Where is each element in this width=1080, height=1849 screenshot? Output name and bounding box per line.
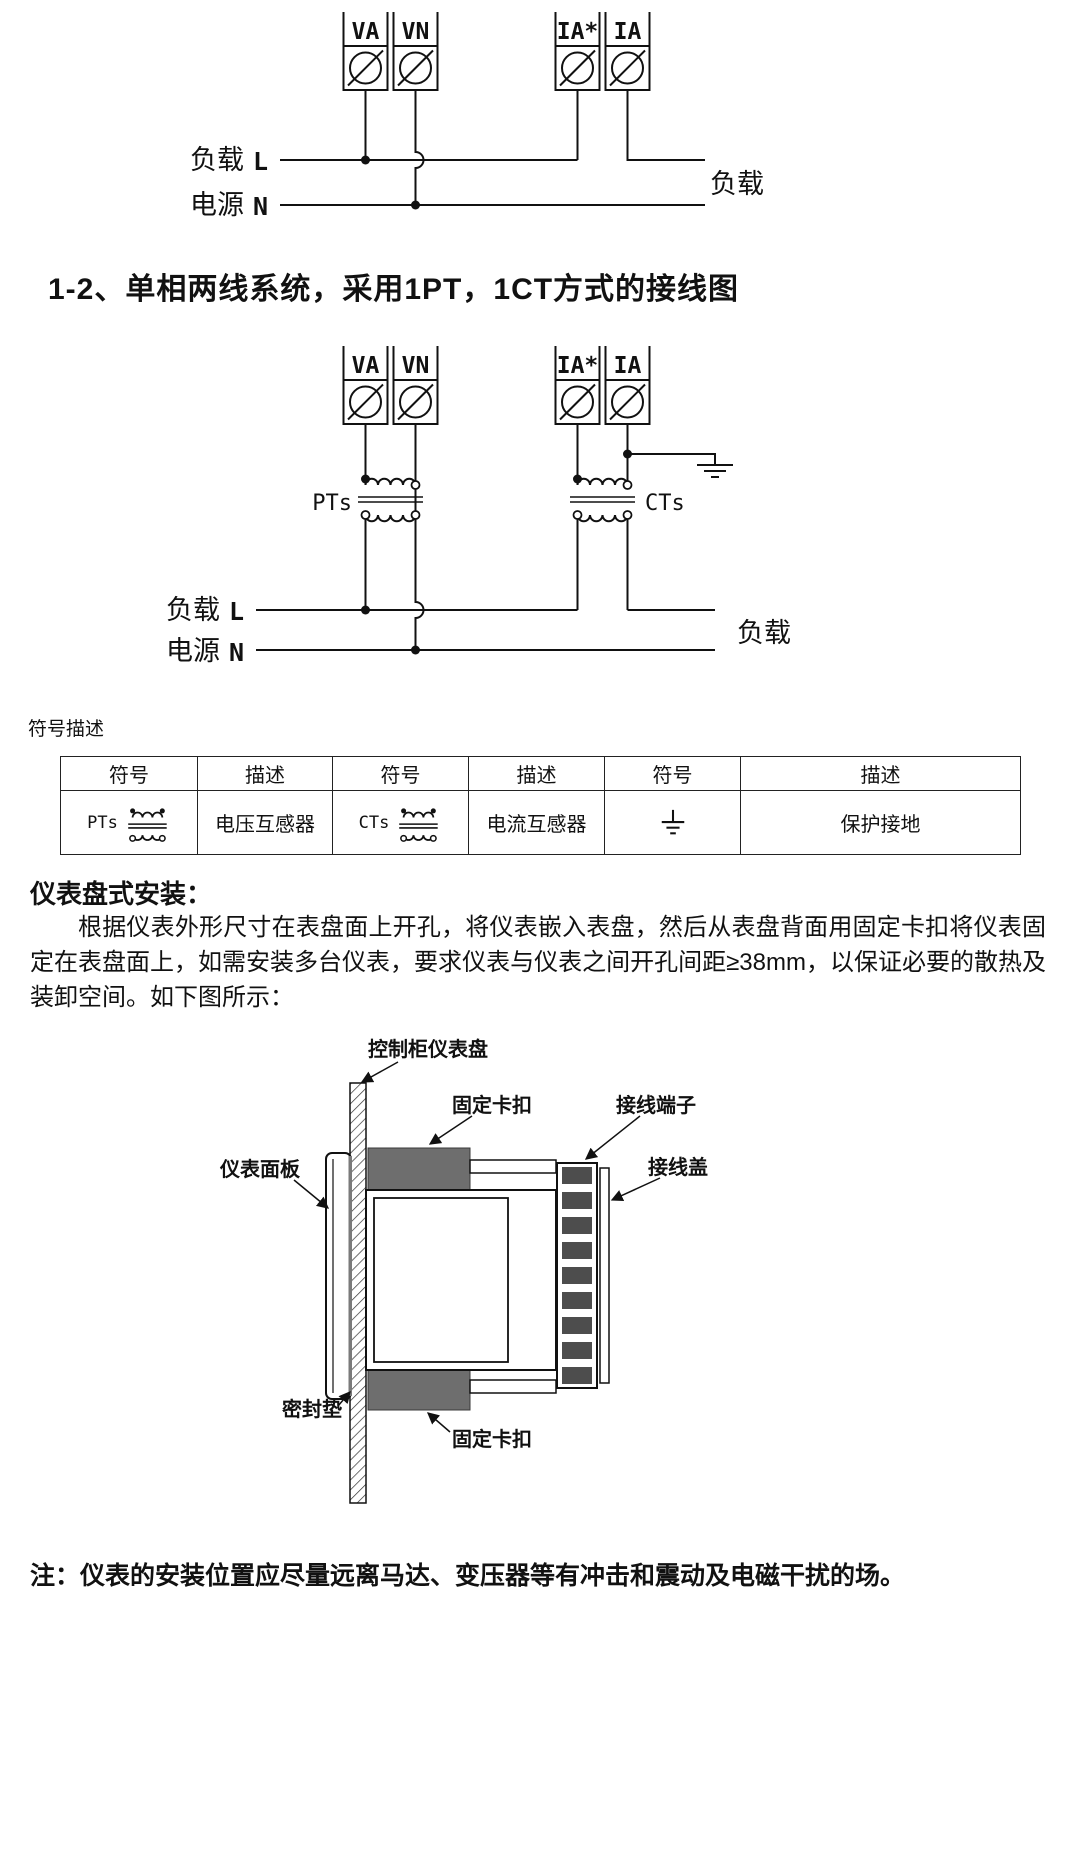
junction-dot [411, 200, 420, 210]
line-n-label: N [229, 638, 244, 667]
junction-dot [361, 474, 370, 484]
line-l-label: L [253, 147, 268, 176]
case-rail-bottom [469, 1379, 557, 1394]
table-header-row: 符号 描述 符号 描述 符号 描述 [60, 756, 1021, 791]
ct-transformer-icon [399, 807, 439, 842]
screw-icon [399, 51, 432, 85]
pt-label: PTs [87, 812, 118, 833]
terminal-va: VA [342, 346, 389, 425]
note-text: 注：仪表的安装位置应尽量远离马达、变压器等有冲击和震动及电磁干扰的场。 [30, 1562, 906, 1590]
ground-desc-cell: 保护接地 [740, 790, 1021, 855]
junction-dot [361, 155, 370, 165]
terminal-label: VN [402, 19, 430, 45]
label-fixing-clip-bottom: 固定卡扣 [452, 1427, 532, 1451]
screw-icon [611, 51, 644, 85]
terminal-vn: VN [392, 12, 439, 91]
cabinet-panel [349, 1082, 367, 1504]
terminal-ia: IA [604, 12, 651, 91]
terminal-block [556, 1162, 598, 1389]
ct-label: CTs [645, 491, 685, 516]
terminal-va: VA [342, 12, 389, 91]
col-header: 描述 [740, 756, 1021, 791]
ct-label: CTs [358, 812, 390, 833]
leader-lines [293, 1061, 661, 1433]
fixing-clip-bottom [367, 1369, 471, 1411]
left-source-label: 电源 [190, 190, 244, 220]
install-heading: 仪表盘式安装： [30, 879, 213, 909]
junction-dot [623, 449, 632, 459]
col-header: 符号 [60, 756, 198, 791]
install-paragraph: 根据仪表外形尺寸在表盘面上开孔，将仪表嵌入表盘，然后从表盘背面用固定卡扣将仪表固… [30, 914, 1046, 1011]
symbol-table-caption: 符号描述 [28, 719, 105, 740]
wires [256, 424, 716, 651]
line-n-label: N [253, 192, 268, 221]
screw-icon [561, 385, 594, 419]
terminal-cover [599, 1167, 610, 1384]
wiring-diagram-pt-ct: VA VN IA* IA [166, 346, 791, 667]
junction-dot [411, 645, 420, 655]
right-load-label: 负载 [710, 169, 764, 199]
ground-icon [661, 809, 684, 834]
label-cabinet-panel: 控制柜仪表盘 [368, 1037, 488, 1061]
screw-icon [561, 51, 594, 85]
pt-desc-cell: 电压互感器 [197, 790, 333, 855]
wires [280, 90, 705, 206]
fixing-clip-top [367, 1147, 471, 1191]
ct-desc-cell: 电流互感器 [468, 790, 605, 855]
meter-case-inner [373, 1197, 509, 1363]
ct-symbol [570, 477, 635, 523]
junction-dot [361, 605, 370, 615]
terminal-label: VA [352, 353, 380, 379]
left-load-label: 负载 [190, 145, 244, 175]
terminal-label: IA [614, 19, 642, 45]
col-header: 描述 [197, 756, 333, 791]
screw-icon [611, 385, 644, 419]
screw-icon [399, 385, 432, 419]
terminal-ia-star: IA* [554, 12, 601, 91]
terminal-label: VA [352, 19, 380, 45]
terminal-ia: IA [604, 346, 651, 425]
table-row: PTs 电压互感器 CTs [60, 790, 1021, 855]
sealing-gasket [348, 1156, 352, 1396]
label-front-bezel: 仪表面板 [219, 1157, 301, 1181]
pt-label: PTs [312, 491, 352, 516]
installation-diagram: 控制柜仪表盘 固定卡扣 接线端子 接线盖 仪表面板 密封垫 固定卡扣 [219, 1037, 708, 1504]
screw-icon [349, 51, 382, 85]
screw-icon [349, 385, 382, 419]
case-rail-top [469, 1159, 557, 1174]
wiring-diagram-direct: VA VN IA* IA [190, 12, 764, 221]
col-header: 符号 [332, 756, 469, 791]
section-heading: 1-2、单相两线系统，采用1PT，1CT方式的接线图 [48, 273, 740, 306]
col-header: 符号 [604, 756, 741, 791]
col-header: 描述 [468, 756, 605, 791]
pt-symbol-cell: PTs [60, 790, 198, 855]
ground-icon [697, 464, 733, 478]
line-l-label: L [229, 597, 244, 626]
ct-symbol-cell: CTs [332, 790, 469, 855]
left-source-label: 电源 [166, 636, 220, 666]
pt-transformer-icon [128, 807, 167, 842]
ground-symbol-cell [604, 790, 741, 855]
label-terminal-block: 接线端子 [616, 1093, 696, 1117]
terminal-label: IA [614, 353, 642, 379]
label-fixing-clip-top: 固定卡扣 [452, 1093, 532, 1117]
junction-dot [573, 474, 582, 484]
terminal-label: IA* [557, 19, 599, 45]
symbol-table: 符号 描述 符号 描述 符号 描述 PTs [60, 756, 1021, 855]
terminal-label: IA* [557, 353, 599, 379]
terminal-label: VN [402, 353, 430, 379]
pt-symbol [358, 477, 423, 523]
terminal-ia-star: IA* [554, 346, 601, 425]
front-bezel [325, 1152, 352, 1400]
label-terminal-cover: 接线盖 [648, 1155, 708, 1179]
left-load-label: 负载 [166, 595, 220, 625]
terminal-vn: VN [392, 346, 439, 425]
right-load-label: 负载 [737, 618, 791, 648]
label-sealing-gasket: 密封垫 [282, 1397, 342, 1421]
